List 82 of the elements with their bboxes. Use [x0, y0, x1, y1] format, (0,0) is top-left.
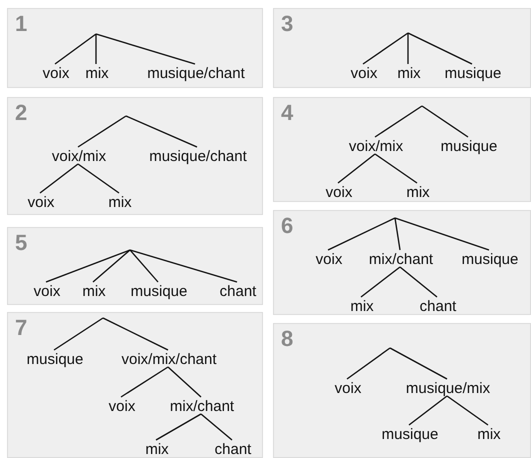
panel — [7, 8, 263, 88]
tree-branch — [95, 34, 97, 64]
panel-number: 1 — [15, 12, 28, 36]
panel — [273, 97, 531, 202]
tree-label: musique — [440, 138, 498, 155]
tree-label: voix — [42, 65, 70, 82]
tree-label: mix — [397, 65, 421, 82]
tree-label: mix/chant — [368, 251, 434, 268]
tree-branch — [54, 33, 96, 65]
panel-number: 8 — [281, 327, 294, 351]
tree-branch — [46, 249, 130, 283]
tree-label: musique/mix — [406, 380, 490, 397]
tree-branch — [168, 366, 202, 398]
panel — [7, 97, 263, 215]
tree-label: voix/mix — [52, 148, 106, 165]
tree-label: voix — [28, 194, 54, 211]
tree-label: voix — [108, 398, 136, 415]
tree-branch — [130, 249, 238, 283]
tree-branch — [400, 266, 438, 298]
tree-label: chant — [420, 298, 456, 315]
tree-label: voix — [34, 283, 60, 300]
tree-label: chant — [214, 441, 252, 458]
tree-branch — [102, 317, 168, 351]
tree-branch — [200, 414, 232, 440]
tree-branch — [328, 217, 396, 251]
panel-number: 4 — [281, 101, 294, 125]
tree-branch — [78, 163, 120, 194]
panel-number: 5 — [15, 231, 28, 255]
tree-branch — [422, 105, 468, 138]
tree-branch — [40, 163, 78, 194]
tree-label: mix — [108, 194, 132, 211]
tree-branch — [92, 250, 130, 282]
tree-branch — [394, 218, 401, 250]
tree-branch — [126, 115, 198, 148]
tree-label: voix — [350, 65, 378, 82]
tree-branch — [446, 395, 488, 426]
tree-label: mix — [406, 184, 430, 201]
tree-branch — [130, 250, 158, 282]
panel — [273, 323, 531, 458]
tree-branch — [120, 366, 168, 398]
panel-number: 3 — [281, 12, 294, 36]
tree-branch — [96, 33, 196, 65]
tree-branch — [408, 395, 448, 426]
tree-label: voix/mix/chant — [121, 351, 217, 368]
tree-branch — [374, 105, 422, 138]
tree-label: musique — [26, 351, 84, 368]
tree-branch — [346, 347, 390, 380]
tree-label: mix — [350, 298, 374, 315]
tree-branch — [408, 32, 472, 65]
tree-branch — [54, 317, 104, 351]
tree-label: musique/chant — [147, 65, 245, 82]
tree-label: voix — [326, 184, 352, 201]
tree-branch — [394, 217, 490, 251]
panel — [7, 227, 263, 305]
panel-number: 2 — [15, 101, 28, 125]
tree-branch — [390, 347, 448, 380]
tree-label: musique — [462, 251, 518, 268]
tree-label: voix — [334, 380, 362, 397]
tree-label: mix — [145, 441, 169, 458]
tree-branch — [362, 32, 408, 65]
tree-label: chant — [220, 283, 256, 300]
panel-number: 6 — [281, 214, 294, 238]
tree-label: voix/mix — [348, 138, 404, 155]
tree-branch — [374, 153, 418, 184]
tree-branch — [407, 33, 409, 64]
tree-label: mix — [82, 283, 106, 300]
tree-label: mix — [85, 65, 109, 82]
tree-label: mix/chant — [170, 398, 234, 415]
panel — [273, 210, 531, 315]
tree-branch — [156, 413, 202, 441]
tree-branch — [338, 153, 376, 184]
tree-label: musique — [382, 426, 438, 443]
tree-label: mix — [477, 426, 501, 443]
tree-branch — [78, 115, 126, 148]
tree-label: musique — [130, 283, 188, 300]
tree-label: voix — [316, 251, 342, 268]
tree-label: musique — [444, 65, 502, 82]
tree-branch — [360, 266, 400, 298]
panel-number: 7 — [15, 316, 28, 340]
panel — [7, 312, 263, 458]
panel — [273, 8, 531, 88]
tree-label: musique/chant — [149, 148, 247, 165]
